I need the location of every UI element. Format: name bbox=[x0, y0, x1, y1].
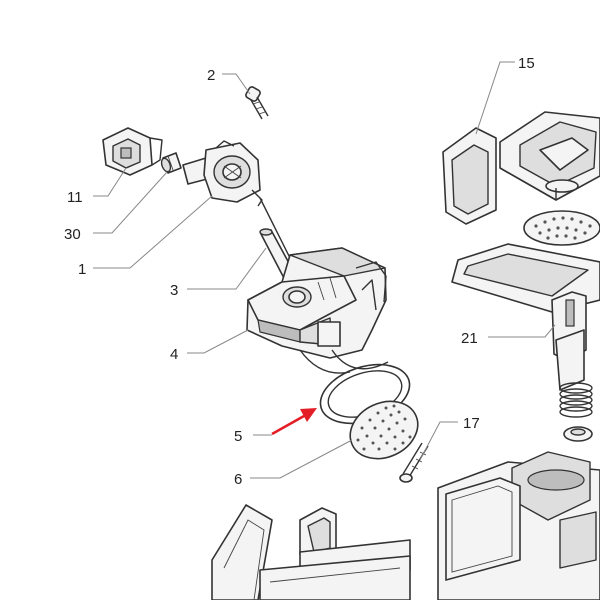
leader-21 bbox=[488, 324, 556, 338]
callout-6: 6 bbox=[234, 471, 242, 488]
part-4-housing bbox=[246, 247, 389, 374]
spring bbox=[559, 382, 593, 442]
callout-3: 3 bbox=[170, 282, 178, 299]
red-arrow-icon bbox=[271, 408, 317, 436]
lower-assembly-left bbox=[211, 504, 411, 600]
filter-plate bbox=[523, 210, 600, 246]
callout-11: 11 bbox=[67, 189, 83, 206]
callout-4: 4 bbox=[170, 346, 178, 363]
leader-11 bbox=[93, 167, 127, 197]
part-11-cap bbox=[102, 127, 163, 176]
callout-30: 30 bbox=[64, 226, 81, 243]
leader-6 bbox=[250, 439, 353, 479]
leader-30 bbox=[93, 171, 168, 234]
callout-5: 5 bbox=[234, 428, 242, 445]
callout-1: 1 bbox=[78, 261, 86, 278]
callout-labels: 2 11 30 1 3 4 5 6 15 21 17 bbox=[64, 55, 535, 488]
part-30-bushing bbox=[160, 152, 182, 174]
leader-17 bbox=[419, 421, 458, 461]
leader-2 bbox=[222, 73, 251, 95]
callout-17: 17 bbox=[463, 415, 480, 432]
part-21-tray bbox=[451, 243, 600, 391]
callout-2: 2 bbox=[207, 67, 215, 84]
part-15-bracket bbox=[442, 111, 600, 225]
leader-1 bbox=[93, 195, 213, 269]
callout-21: 21 bbox=[461, 330, 478, 347]
part-6-filter-disc bbox=[349, 400, 419, 460]
leader-4 bbox=[187, 329, 249, 354]
lower-housing-right bbox=[437, 451, 600, 600]
part-1-valve-body bbox=[182, 140, 263, 207]
leader-lines bbox=[93, 61, 556, 479]
leader-3 bbox=[187, 247, 267, 290]
leader-15 bbox=[475, 61, 515, 135]
callout-15: 15 bbox=[518, 55, 535, 72]
part-2-screw bbox=[245, 86, 269, 120]
assembly-axis-1 bbox=[259, 197, 293, 263]
